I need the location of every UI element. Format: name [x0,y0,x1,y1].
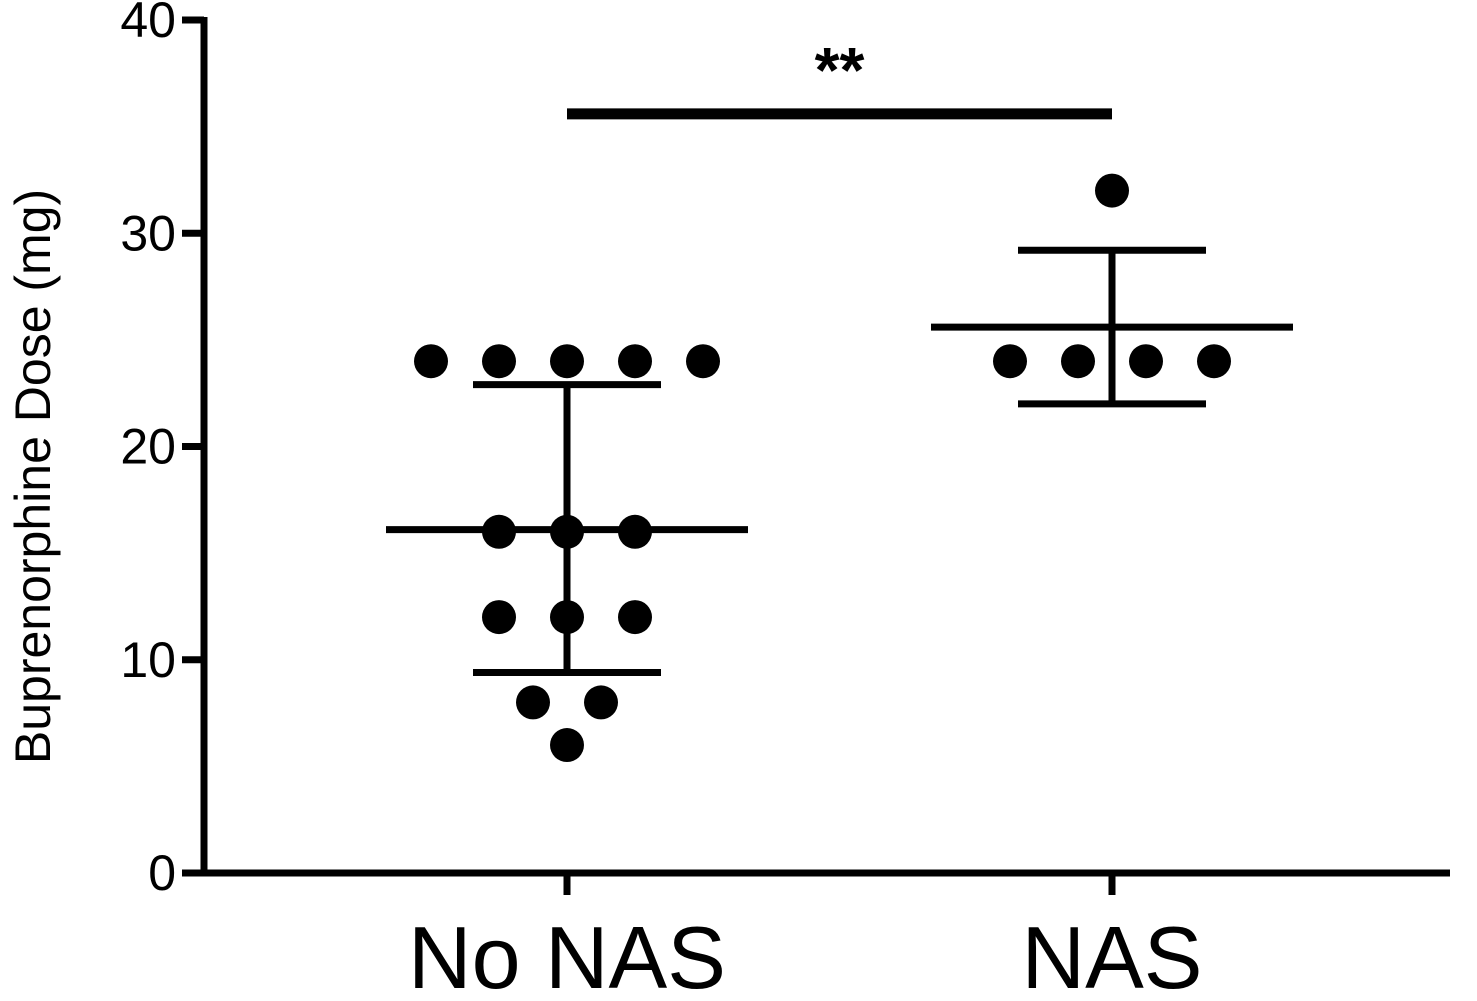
data-point [686,344,720,379]
data-point [482,600,516,635]
data-point [550,728,584,763]
data-point [550,344,584,379]
significance-label: ** [815,34,865,106]
data-point [516,685,550,720]
y-tick-label: 20 [120,419,176,475]
y-axis-title: Buprenorphine Dose (mg) [5,189,61,764]
data-point [1095,173,1129,208]
data-point [993,344,1027,379]
y-tick-label: 40 [120,0,176,48]
data-point [550,600,584,635]
data-point [618,514,652,549]
data-point [618,344,652,379]
data-point [1129,344,1163,379]
x-tick-label: No NAS [408,908,726,1001]
data-point [1061,344,1095,379]
data-point [584,685,618,720]
y-tick-label: 10 [120,632,176,688]
data-point [482,514,516,549]
data-point [550,514,584,549]
x-tick-label: NAS [1022,908,1203,1001]
data-point [618,600,652,635]
y-tick-label: 30 [120,205,176,261]
y-tick-label: 0 [148,845,176,901]
chart-marks: 0 10 20 30 40 No NAS NAS ** [120,0,1450,1001]
data-point [1197,344,1231,379]
data-point [414,344,448,379]
data-point [482,344,516,379]
